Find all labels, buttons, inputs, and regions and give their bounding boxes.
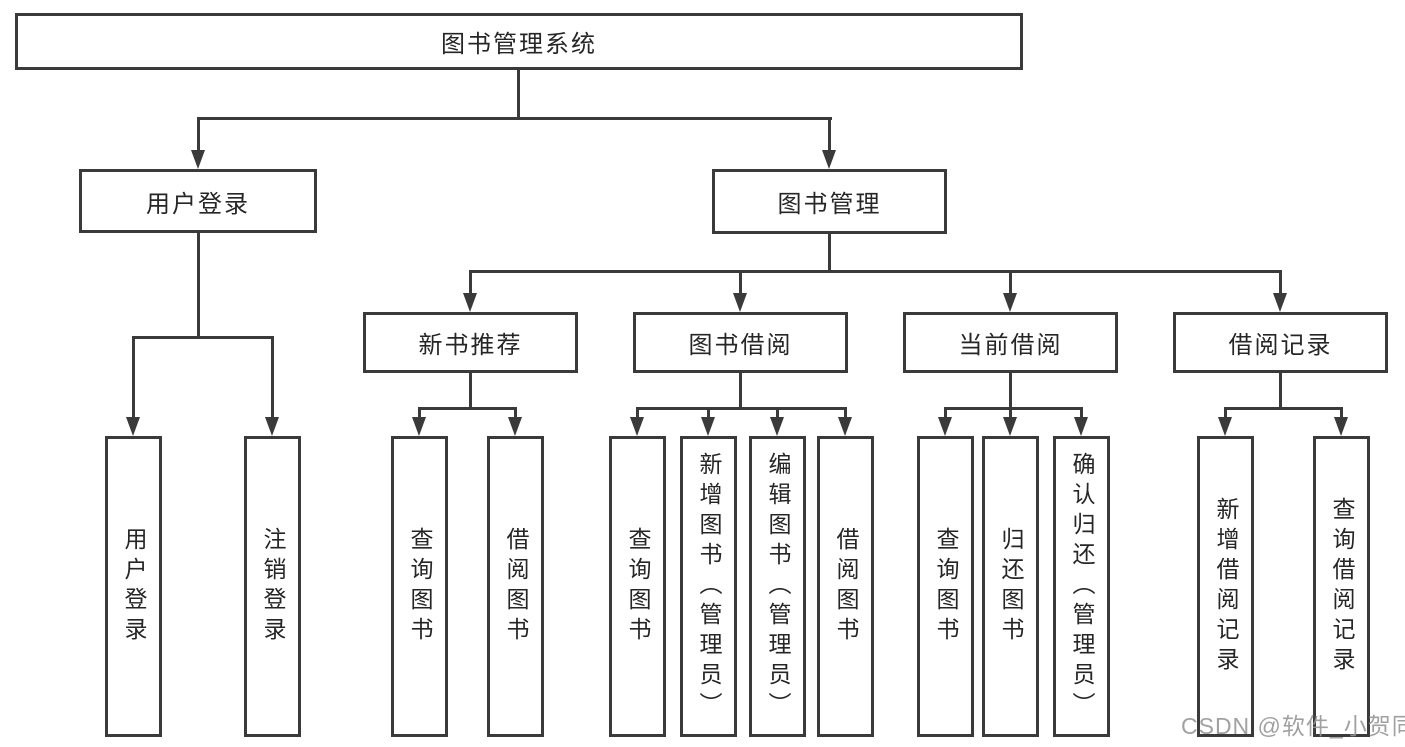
arrowhead-to-userlogin	[126, 417, 140, 436]
arrowhead-leaf	[770, 417, 784, 436]
leaf-query-books-borrow: 查询图书	[609, 436, 666, 737]
edge-section3-stub	[1279, 371, 1282, 409]
node-root: 图书管理系统	[15, 13, 1023, 70]
leaf-confirm-return-admin: 确认归还（管理员）	[1053, 436, 1110, 737]
node-borrow-records: 借阅记录	[1173, 312, 1388, 373]
node-book-borrow-label: 图书借阅	[688, 332, 793, 359]
edge-to-section2-shaft	[1009, 270, 1012, 295]
node-borrow-records-label: 借阅记录	[1228, 332, 1333, 359]
edge-leaf-shaft	[707, 408, 710, 418]
node-current-borrow: 当前借阅	[903, 312, 1118, 373]
leaf-label: 注销登录	[260, 526, 286, 647]
edge-leaf-shaft	[944, 408, 947, 418]
leaf-borrow-books: 借阅图书	[817, 436, 874, 737]
node-book-mgmt: 图书管理	[712, 169, 947, 234]
leaf-return-books: 归还图书	[982, 436, 1039, 737]
leaf-add-books-admin: 新增图书（管理员）	[680, 436, 737, 737]
node-book-borrow: 图书借阅	[633, 312, 848, 373]
arrowhead-leaf	[938, 417, 952, 436]
edge-login-stub	[197, 231, 200, 338]
edge-leaf-shaft	[1224, 408, 1227, 418]
csdn-watermark: CSDN @软件_小贺同学	[1181, 713, 1405, 739]
edge-level1-rail	[197, 117, 832, 120]
leaf-label: 确认归还（管理员）	[1069, 451, 1095, 722]
node-user-login-label: 用户登录	[146, 190, 250, 218]
edge-leaf-shaft	[776, 408, 779, 418]
leaf-add-borrow-record: 新增借阅记录	[1197, 436, 1254, 737]
leaf-borrow-books-recommend: 借阅图书	[487, 436, 544, 737]
edge-to-section3-shaft	[1279, 270, 1282, 295]
arrowhead-leaf	[508, 417, 522, 436]
arrowhead-to-section0	[463, 293, 477, 312]
leaf-label: 查询借阅记录	[1329, 496, 1355, 677]
edge-mgmt-stub	[828, 233, 831, 272]
leaf-label: 新增图书（管理员）	[696, 451, 722, 722]
arrowhead-to-logout	[265, 417, 279, 436]
leaf-query-books-current: 查询图书	[917, 436, 974, 737]
edge-section3-rail	[1224, 407, 1343, 410]
leaf-edit-books-admin: 编辑图书（管理员）	[749, 436, 806, 737]
leaf-logout: 注销登录	[244, 436, 301, 737]
edge-to-section1-shaft	[739, 270, 742, 295]
leaf-label: 借阅图书	[503, 526, 529, 647]
edge-leaf-shaft	[844, 408, 847, 418]
leaf-query-books-recommend: 查询图书	[391, 436, 448, 737]
edge-to-login-shaft	[197, 117, 200, 153]
arrowhead-leaf	[701, 417, 715, 436]
edge-section2-stub	[1009, 371, 1012, 409]
arrowhead-to-section1	[733, 293, 747, 312]
edge-level2-rail	[469, 270, 1282, 273]
arrowhead-to-section3	[1273, 293, 1287, 312]
edge-login-rail	[132, 336, 274, 339]
edge-leaf-shaft	[514, 408, 517, 418]
leaf-user-login: 用户登录	[105, 436, 162, 737]
edge-to-section0-shaft	[469, 270, 472, 295]
node-root-label: 图书管理系统	[441, 31, 597, 58]
edge-section0-rail	[418, 407, 517, 410]
edge-root-trunk	[517, 68, 520, 119]
arrowhead-leaf	[1218, 417, 1232, 436]
edge-leaf-shaft	[1009, 408, 1012, 418]
leaf-label: 查询图书	[933, 526, 959, 647]
arrowhead-to-mgmt	[822, 150, 836, 169]
arrowhead-leaf	[630, 417, 644, 436]
arrowhead-to-login	[191, 150, 205, 169]
edge-to-mgmt-shaft	[828, 117, 831, 153]
edge-leaf-shaft	[636, 408, 639, 418]
edge-to-logout-shaft	[271, 337, 274, 417]
edge-section0-stub	[469, 371, 472, 409]
leaf-label: 查询图书	[625, 526, 651, 647]
leaf-query-borrow-record: 查询借阅记录	[1313, 436, 1370, 737]
arrowhead-leaf	[838, 417, 852, 436]
leaf-label: 新增借阅记录	[1213, 496, 1239, 677]
leaf-label: 归还图书	[998, 526, 1024, 647]
arrowhead-leaf	[1334, 417, 1348, 436]
node-book-mgmt-label: 图书管理	[777, 191, 882, 218]
edge-section1-rail	[636, 407, 847, 410]
edge-leaf-shaft	[1340, 408, 1343, 418]
node-new-book-recommend: 新书推荐	[363, 312, 578, 373]
arrowhead-leaf	[1074, 417, 1088, 436]
node-current-borrow-label: 当前借阅	[958, 332, 1063, 359]
leaf-label: 用户登录	[121, 526, 147, 647]
arrowhead-leaf	[1003, 417, 1017, 436]
arrowhead-leaf	[412, 417, 426, 436]
edge-leaf-shaft	[418, 408, 421, 418]
node-user-login: 用户登录	[79, 169, 317, 233]
arrowhead-to-section2	[1003, 293, 1017, 312]
edge-section1-stub	[739, 371, 742, 409]
edge-to-userlogin-shaft	[132, 337, 135, 417]
leaf-label: 查询图书	[407, 526, 433, 647]
leaf-label: 编辑图书（管理员）	[765, 451, 791, 722]
edge-section2-rail	[944, 407, 1083, 410]
edge-leaf-shaft	[1080, 408, 1083, 418]
node-new-book-recommend-label: 新书推荐	[418, 332, 523, 359]
leaf-label: 借阅图书	[833, 526, 859, 647]
